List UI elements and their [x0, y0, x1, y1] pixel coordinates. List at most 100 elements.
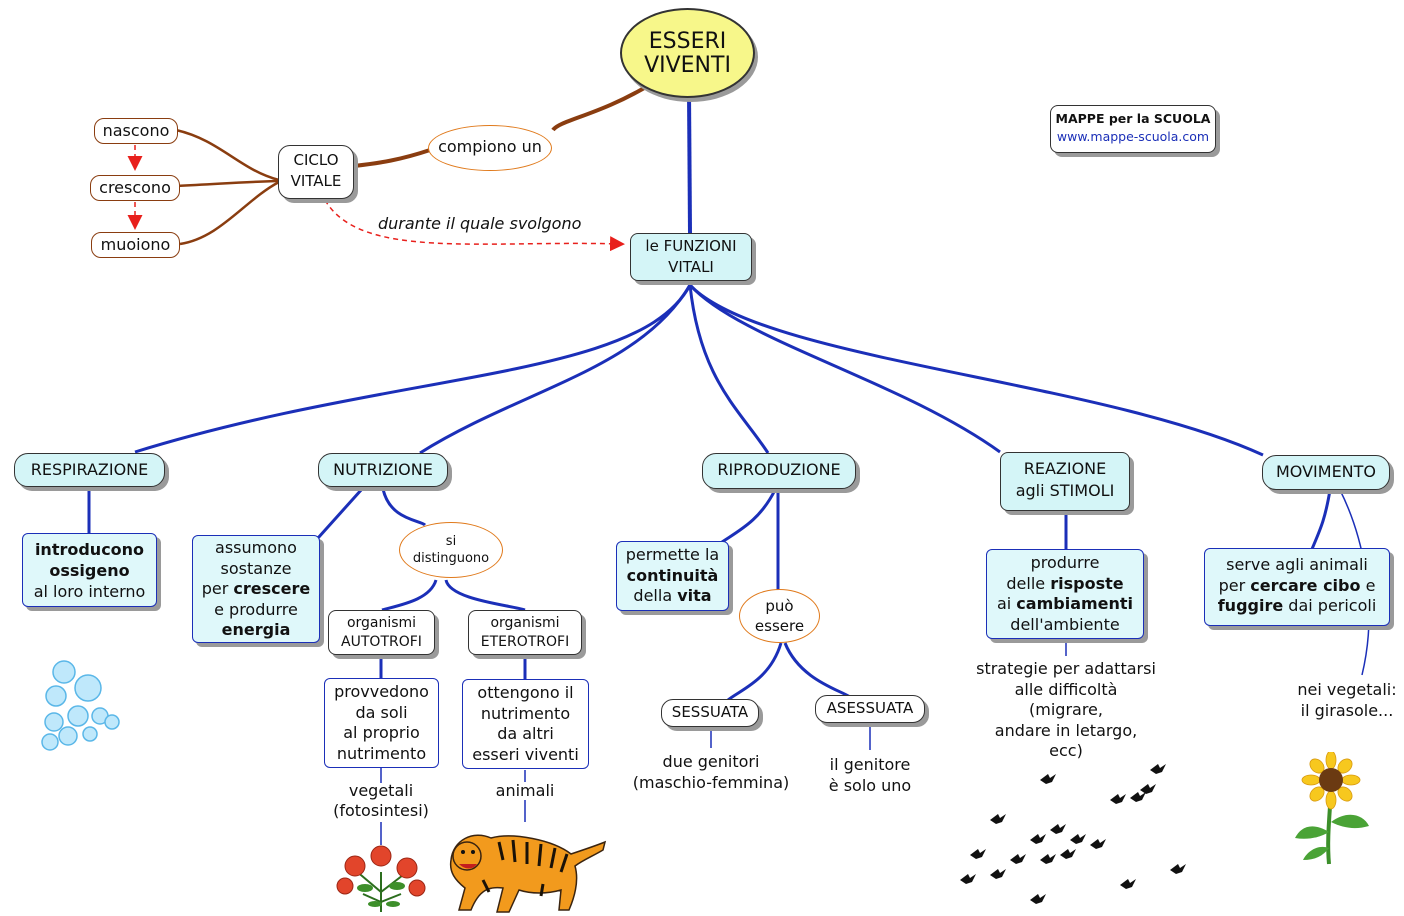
autotrofi-d2: da soli [355, 702, 408, 722]
reazione-x4: andare in letargo, [994, 720, 1138, 740]
nutrizione-l2: sostanze [220, 558, 292, 578]
vegetali-e2: (fotosintesi) [333, 801, 429, 820]
autotrofi-node[interactable]: organismi AUTOTROFI [328, 610, 435, 655]
reazione-title2: agli STIMOLI [1015, 481, 1115, 500]
reazione-x5: ecc) [1049, 741, 1083, 760]
credit-box[interactable]: MAPPE per la SCUOLA www.mappe-scuola.com [1050, 105, 1216, 153]
autotrofi-line1: organismi [346, 615, 417, 631]
stage-crescono[interactable]: crescono [90, 175, 180, 201]
movimento-extra: nei vegetali: il girasole... [1288, 680, 1404, 721]
ciclo-line2: VITALE [290, 172, 342, 190]
respirazione-node[interactable]: RESPIRAZIONE [14, 453, 165, 487]
reazione-x3: (migrare, [1029, 700, 1103, 719]
riproduzione-l3b: vita [677, 586, 712, 605]
animali-label: animali [480, 781, 570, 801]
roses-image [336, 845, 426, 912]
stage-muoiono-text: muoiono [100, 235, 171, 254]
stage-nascono-text: nascono [102, 121, 170, 140]
asessuata-desc: il genitore è solo uno [812, 755, 928, 796]
root-node[interactable]: ESSERI VIVENTI [620, 8, 755, 98]
eterotrofi-node[interactable]: organismi ETEROTROFI [468, 610, 582, 655]
reazione-x2: alle difficoltà [1014, 679, 1118, 699]
nutrizione-l3a: per [201, 579, 234, 598]
eterotrofi-line2: ETEROTROFI [480, 634, 570, 650]
stage-crescono-text: crescono [99, 178, 171, 197]
riproduzione-desc: permette la continuità della vita [616, 541, 729, 611]
autotrofi-line2: AUTOTROFI [341, 634, 422, 650]
autotrofi-desc: provvedono da soli al proprio nutrimento [324, 678, 439, 768]
asessuata-d2: è solo uno [828, 775, 912, 795]
autotrofi-d3: al proprio [343, 723, 420, 742]
puo-line2: essere [754, 617, 805, 635]
movimento-node[interactable]: MOVIMENTO [1262, 455, 1390, 490]
sessuata-d1: due genitori [662, 752, 760, 771]
durante-label: durante il quale svolgono [378, 214, 608, 234]
riproduzione-title: RIPRODUZIONE [717, 460, 841, 479]
reazione-l4: dell'ambiente [1010, 614, 1120, 634]
riproduzione-l1: permette la [625, 545, 720, 564]
eterotrofi-line1: organismi [490, 615, 560, 631]
movimento-title: MOVIMENTO [1275, 462, 1377, 481]
nutrizione-desc: assumono sostanze per crescere e produrr… [192, 535, 320, 643]
movimento-x2: il girasole... [1300, 700, 1394, 720]
stage-muoiono[interactable]: muoiono [91, 232, 180, 258]
credit-url[interactable]: www.mappe-scuola.com [1056, 129, 1210, 144]
autotrofi-d1: provvedono [334, 682, 429, 701]
respirazione-desc: introducono ossigeno al loro interno [22, 533, 157, 607]
reazione-l1: produrre [1030, 553, 1100, 572]
reazione-l2a: delle [1006, 573, 1051, 593]
sessuata-node[interactable]: SESSUATA [661, 699, 759, 727]
root-line2: VIVENTI [644, 53, 731, 78]
sessuata-desc: due genitori (maschio-femmina) [620, 752, 802, 793]
birds-image [960, 764, 1186, 904]
funzioni-vitali-node[interactable]: le FUNZIONI VITALI [630, 233, 752, 281]
reazione-x1: strategie per adattarsi [976, 659, 1156, 678]
movimento-l3a: fuggire [1217, 596, 1284, 615]
reazione-extra: strategie per adattarsi alle difficoltà … [961, 659, 1171, 762]
puo-essere-label: può essere [739, 589, 820, 643]
reazione-l2b: risposte [1050, 573, 1124, 593]
asessuata-d1: il genitore [829, 755, 911, 774]
si-line1: si [445, 534, 457, 549]
movimento-desc: serve agli animali per cercare cibo e fu… [1204, 548, 1390, 626]
bubbles-image [41, 660, 120, 751]
reazione-l3a: ai [996, 594, 1017, 613]
compiono-label: compiono un [428, 125, 552, 171]
ciclo-vitale-node[interactable]: CICLO VITALE [278, 145, 354, 199]
asessuata-title: ASESSUATA [826, 699, 914, 717]
funzioni-line1: le FUNZIONI [645, 237, 737, 255]
reazione-title1: REAZIONE [1023, 459, 1107, 478]
vegetali-e1: vegetali [348, 781, 414, 800]
autotrofi-d4: nutrimento [336, 743, 427, 763]
movimento-l1: serve agli animali [1226, 555, 1368, 574]
riproduzione-l3a: della [633, 586, 678, 605]
funzioni-line2: VITALI [668, 258, 714, 276]
eterotrofi-desc: ottengono il nutrimento da altri esseri … [462, 679, 589, 769]
si-distinguono-label: si distinguono [399, 522, 503, 578]
durante-text: durante il quale svolgono [378, 214, 582, 233]
riproduzione-l2: continuità [626, 565, 719, 585]
eterotrofi-d1: ottengono il [477, 683, 574, 702]
riproduzione-node[interactable]: RIPRODUZIONE [702, 453, 856, 489]
sessuata-title: SESSUATA [671, 703, 749, 721]
reazione-desc: produrre delle risposte ai cambiamenti d… [986, 549, 1144, 639]
eterotrofi-d4: esseri viventi [472, 744, 579, 764]
movimento-l2a: per [1218, 575, 1251, 595]
nutrizione-l3b: crescere [233, 579, 311, 598]
nutrizione-node[interactable]: NUTRIZIONE [318, 453, 448, 487]
ciclo-line1: CICLO [293, 151, 339, 169]
reazione-node[interactable]: REAZIONE agli STIMOLI [1000, 452, 1130, 511]
compiono-text: compiono un [438, 137, 542, 156]
nutrizione-l4: e produrre [214, 599, 298, 619]
eterotrofi-d3: da altri [497, 724, 554, 743]
nutrizione-l1: assumono [215, 538, 297, 557]
nutrizione-l5: energia [221, 620, 291, 639]
respirazione-l3: al loro interno [33, 582, 146, 601]
stage-nascono[interactable]: nascono [94, 118, 178, 144]
movimento-l2b: cercare cibo [1250, 575, 1361, 595]
respirazione-b2: ossigeno [49, 561, 130, 580]
asessuata-node[interactable]: ASESSUATA [815, 695, 925, 723]
credit-title: MAPPE per la SCUOLA [1055, 111, 1211, 126]
sessuata-d2: (maschio-femmina) [632, 772, 790, 792]
animali-e1: animali [495, 781, 555, 800]
